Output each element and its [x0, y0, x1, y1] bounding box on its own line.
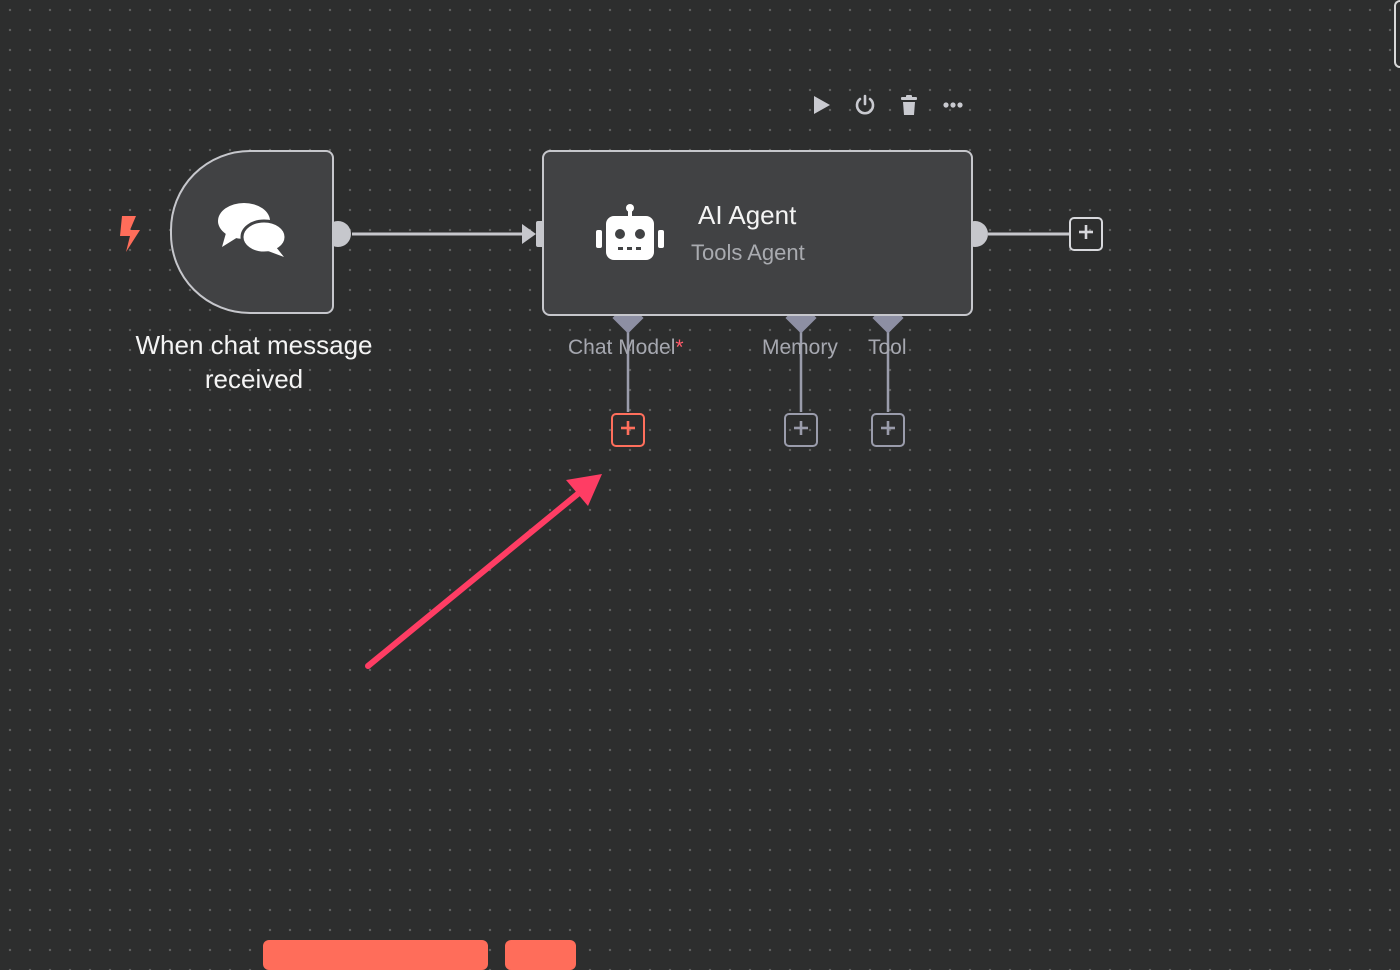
memory-label: Memory: [762, 336, 838, 359]
annotation-arrow-shaft: [365, 485, 588, 669]
agent-node-subtitle: Tools Agent: [691, 240, 805, 265]
chat-model-label-text: Chat Model: [568, 336, 676, 359]
chat-trigger-node[interactable]: [170, 150, 334, 314]
execute-node-button[interactable]: [806, 92, 836, 122]
more-icon: [942, 94, 964, 121]
more-options-button[interactable]: [938, 92, 968, 122]
plus-icon: [879, 419, 897, 442]
chat-bubbles-icon: [216, 201, 288, 264]
play-icon: [810, 94, 832, 121]
trigger-node-label: When chat message received: [135, 330, 373, 394]
required-marker: *: [675, 336, 684, 359]
connection-arrowhead: [522, 224, 536, 244]
lightning-bolt-icon: [116, 214, 144, 254]
bottom-secondary-button[interactable]: [505, 940, 576, 970]
agent-node-title: AI Agent: [698, 200, 797, 230]
robot-icon: [594, 204, 666, 266]
tool-label: Tool: [868, 336, 907, 359]
plus-icon: [792, 419, 810, 442]
trash-icon: [898, 94, 920, 121]
add-tool-button[interactable]: [871, 413, 905, 447]
annotation-arrow-head: [566, 474, 602, 506]
ai-agent-node[interactable]: [542, 150, 973, 316]
panel-edge: [1394, 0, 1400, 68]
chat-model-label: Chat Model*: [568, 336, 684, 360]
delete-node-button[interactable]: [894, 92, 924, 122]
power-icon: [854, 94, 876, 121]
add-memory-button[interactable]: [784, 413, 818, 447]
deactivate-node-button[interactable]: [850, 92, 880, 122]
plus-icon: [1077, 223, 1095, 246]
add-next-node-button[interactable]: [1069, 217, 1103, 251]
plus-icon: [619, 419, 637, 442]
node-toolbar: [806, 92, 968, 122]
add-chat-model-button[interactable]: [611, 413, 645, 447]
bottom-primary-button[interactable]: [263, 940, 488, 970]
